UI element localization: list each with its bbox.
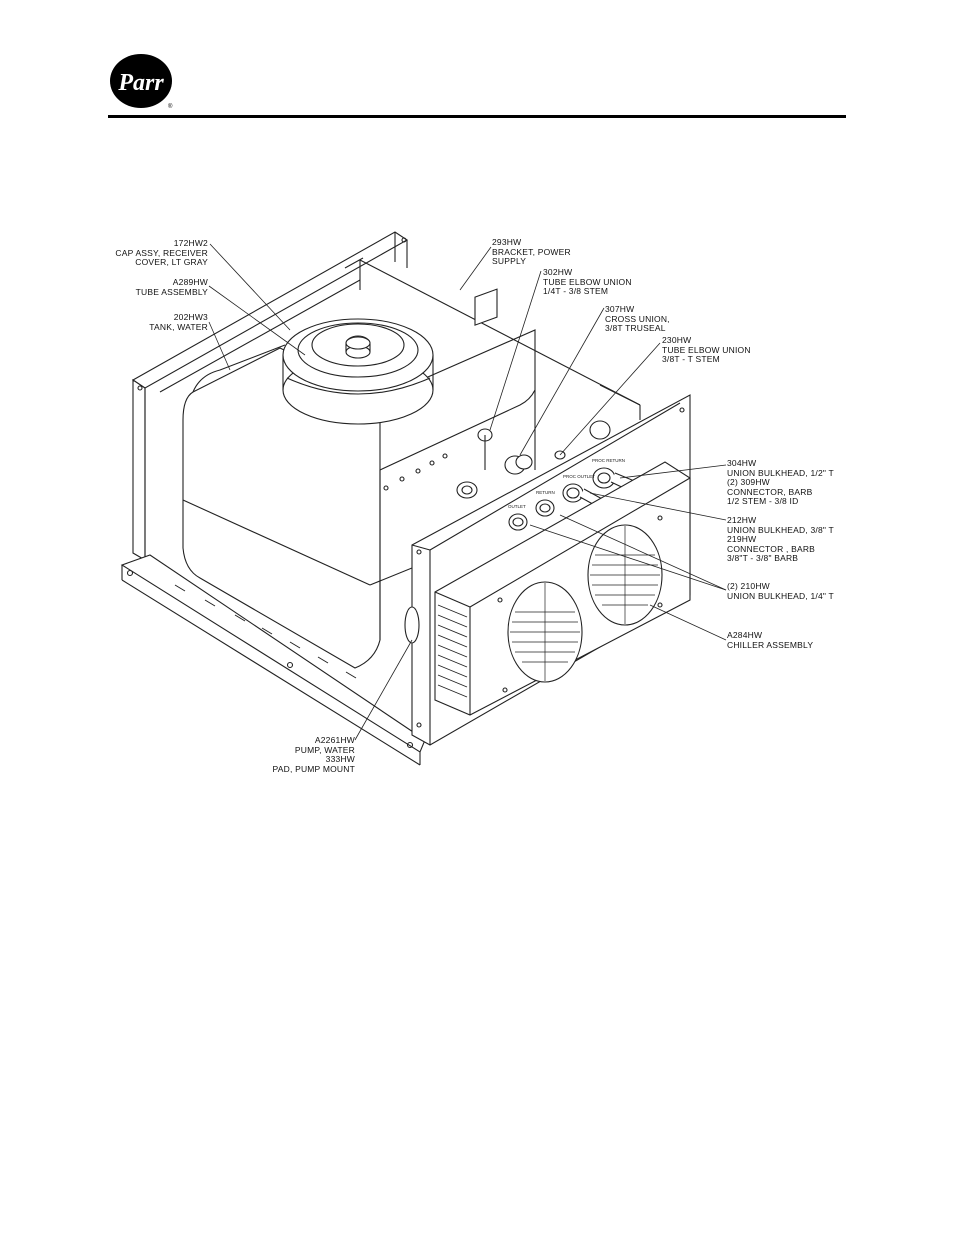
panel-label-outlet: OUTLET: [508, 504, 526, 509]
leader-lines: [208, 243, 727, 741]
logo-text: Parr: [117, 70, 164, 96]
receiver-cap: [282, 318, 434, 425]
water-pump: [404, 606, 420, 644]
panel-label-proc-outlet: PROC OUTLET: [563, 474, 595, 479]
panel-label-return: RETURN: [536, 490, 555, 495]
parr-logo: Parr ®: [110, 54, 173, 110]
left-side-panel: [131, 231, 409, 561]
svg-text:®: ®: [168, 103, 173, 110]
power-supply-bracket: [344, 257, 641, 420]
panel-label-proc-return: PROC RETURN: [592, 458, 625, 463]
header-rule: [108, 115, 846, 118]
tube-fittings: [456, 288, 611, 499]
